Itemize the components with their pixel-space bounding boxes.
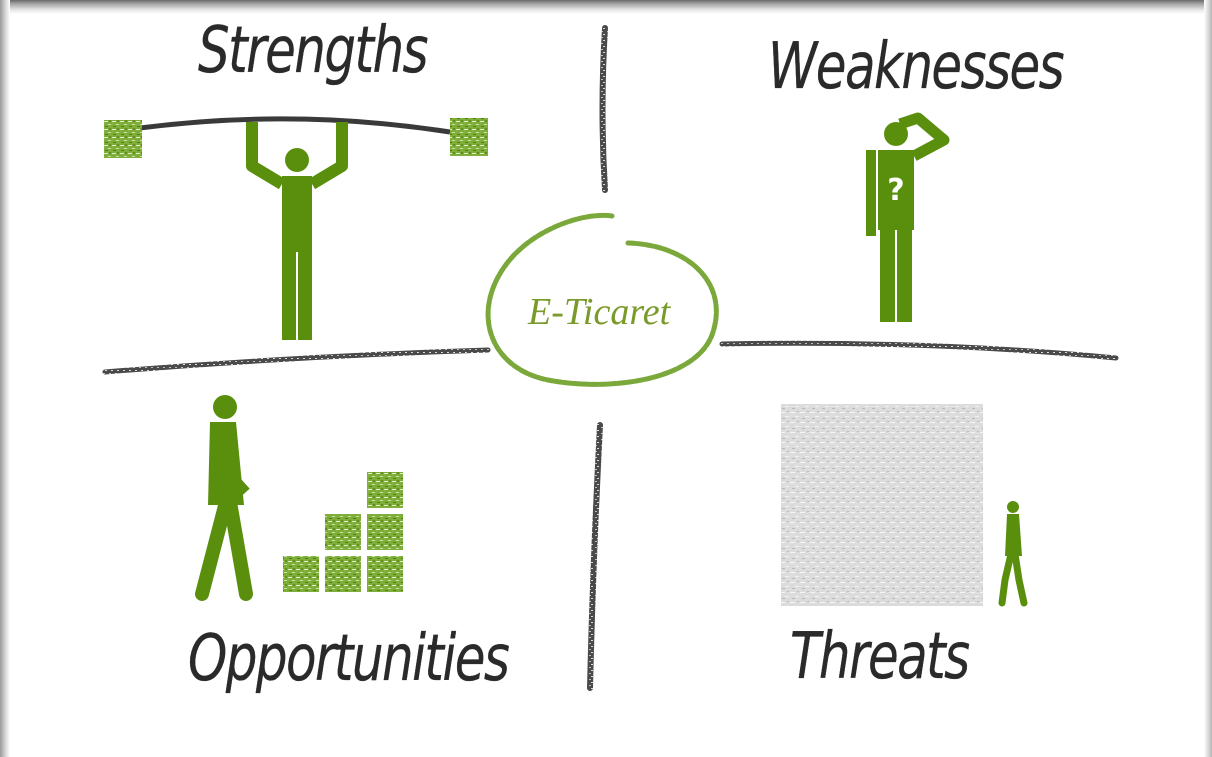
barbell-weight-right xyxy=(450,118,488,156)
left-edge-shadow xyxy=(0,0,10,757)
center-label: E-Ticaret xyxy=(528,291,671,333)
opportunities-label: Opportunities xyxy=(188,622,510,696)
threats-illustration xyxy=(781,404,1028,607)
threat-block xyxy=(781,404,983,606)
barbell-weight-left xyxy=(104,120,142,158)
weaknesses-label: Weaknesses xyxy=(768,30,1065,104)
center-circle xyxy=(485,212,719,387)
right-edge-shadow xyxy=(1204,0,1212,757)
top-edge-shadow xyxy=(0,0,1212,14)
svg-text:?: ? xyxy=(887,173,904,208)
divider-lines xyxy=(102,25,1119,691)
threats-label: Threats xyxy=(790,620,970,694)
strengths-label: Strengths xyxy=(198,14,429,88)
stair-boxes xyxy=(283,472,403,592)
weaknesses-illustration: ? xyxy=(866,112,950,322)
opportunities-illustration xyxy=(195,395,403,601)
strengths-illustration xyxy=(104,116,488,340)
